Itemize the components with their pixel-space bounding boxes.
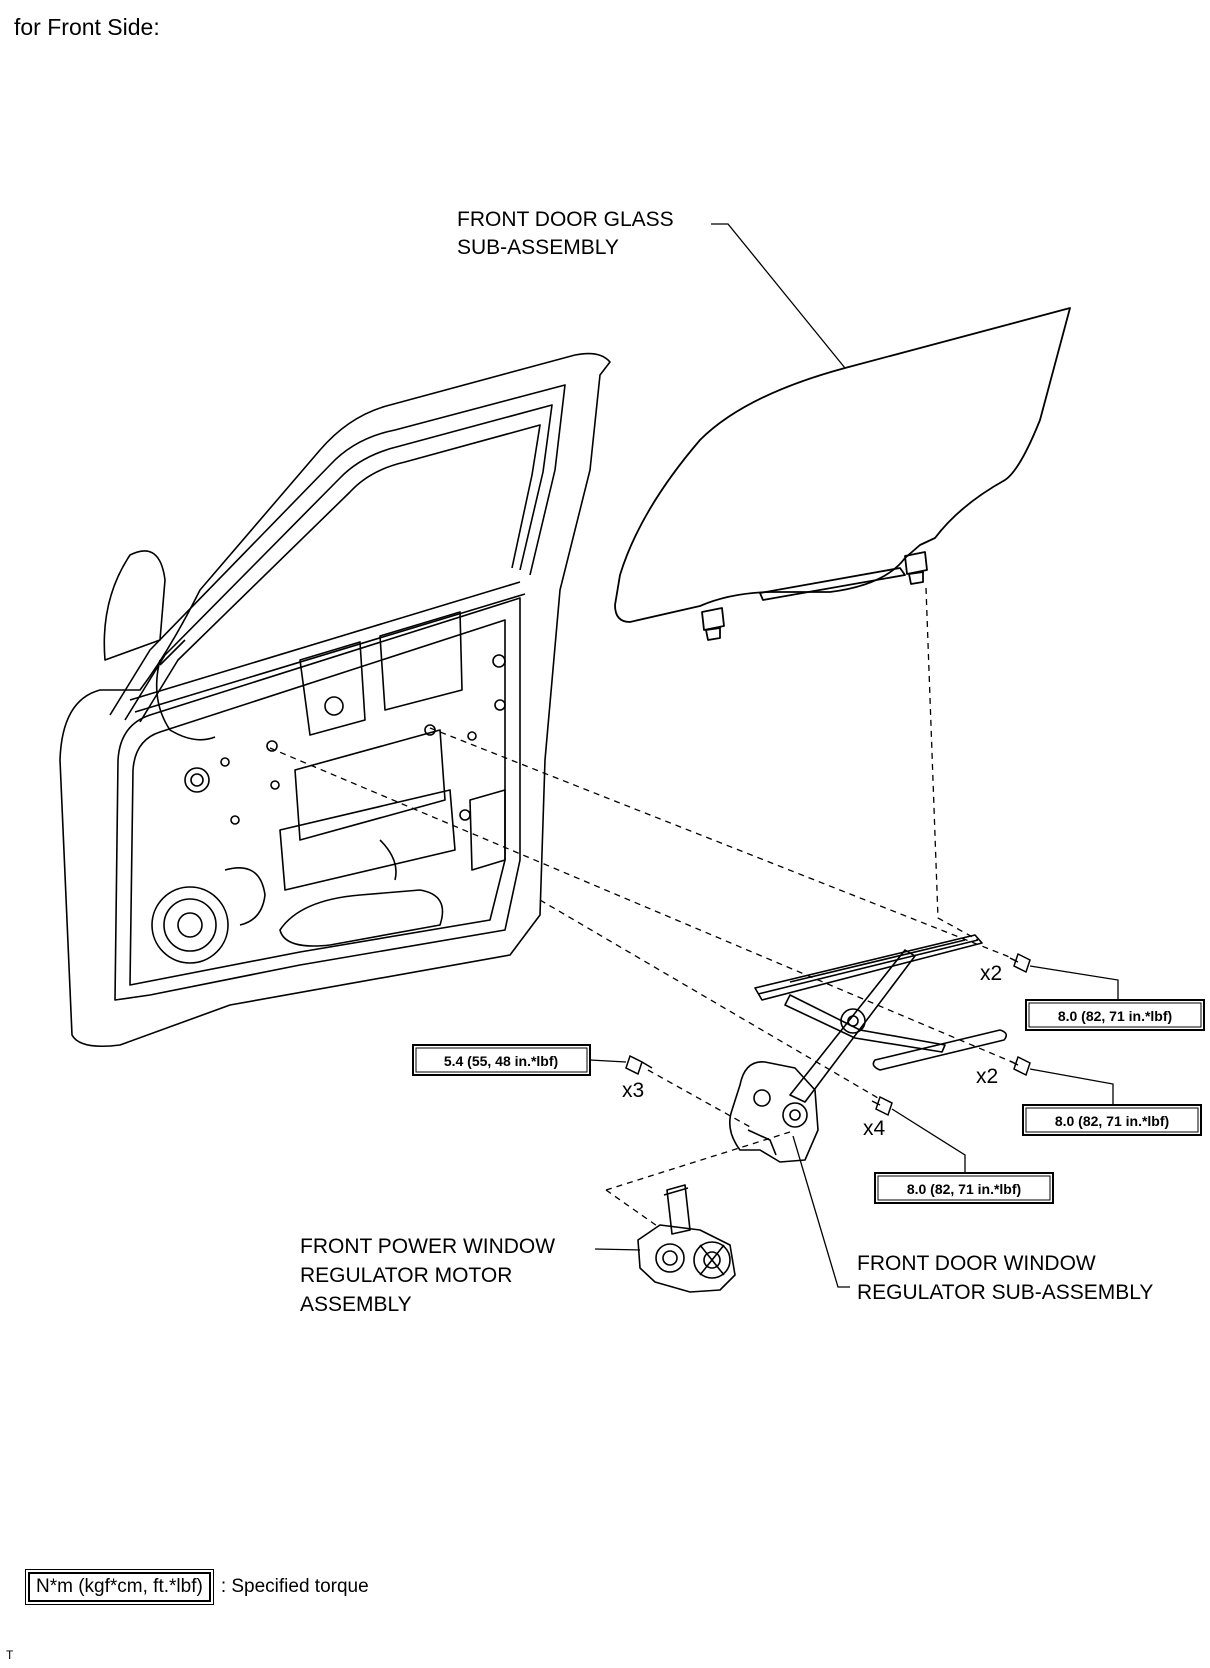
bolt-icon	[1013, 952, 1031, 974]
bolt-icon	[625, 1054, 643, 1076]
motor-label-line2: REGULATOR MOTOR	[300, 1264, 512, 1287]
legend-torque-box: N*m (kgf*cm, ft.*lbf)	[25, 1569, 214, 1605]
front-door-panel	[59, 352, 611, 1048]
glass-label-line1: FRONT DOOR GLASS	[457, 208, 674, 231]
part-labels: FRONT DOOR GLASS SUB-ASSEMBLY FRONT POWE…	[300, 208, 1153, 1316]
page-heading: for Front Side:	[14, 14, 160, 40]
torque-spec-boxes: 8.0 (82, 71 in.*lbf) 8.0 (82, 71 in.*lbf…	[412, 999, 1205, 1204]
alignment-dashed-lines	[269, 587, 1013, 1229]
torque-value-upper-right: 8.0 (82, 71 in.*lbf)	[1058, 1008, 1172, 1024]
torque-box-center	[874, 1172, 1054, 1204]
bolt-icon	[875, 1095, 893, 1117]
bolt-icon	[641, 1061, 653, 1069]
quantity-middle-right: x2	[976, 1065, 998, 1088]
window-regulator-motor	[637, 1184, 736, 1293]
quantity-center: x4	[863, 1117, 886, 1140]
quantity-left: x3	[622, 1079, 644, 1102]
regulator-label-line1: FRONT DOOR WINDOW	[857, 1252, 1096, 1275]
torque-box-left	[412, 1044, 591, 1076]
bolt-icon	[1013, 1055, 1031, 1077]
bolt-icon	[871, 1100, 881, 1106]
motor-label-line1: FRONT POWER WINDOW	[300, 1235, 555, 1258]
torque-value-left: 5.4 (55, 48 in.*lbf)	[444, 1053, 558, 1069]
torque-value-middle-right: 8.0 (82, 71 in.*lbf)	[1055, 1113, 1169, 1129]
legend-description: : Specified torque	[220, 1576, 369, 1597]
quantity-upper-right: x2	[980, 962, 1002, 985]
front-door-glass	[614, 307, 1071, 641]
motor-label-line3: ASSEMBLY	[300, 1293, 412, 1316]
leader-lines	[589, 223, 1119, 1288]
page-marker: T	[6, 1648, 14, 1662]
window-regulator	[729, 934, 1008, 1163]
bolt-quantities: x2 x2 x4 x3	[622, 962, 1002, 1140]
torque-value-center: 8.0 (82, 71 in.*lbf)	[907, 1181, 1021, 1197]
bolts	[625, 952, 1031, 1117]
glass-label-line2: SUB-ASSEMBLY	[457, 236, 619, 259]
torque-legend: N*m (kgf*cm, ft.*lbf) : Specified torque	[25, 1569, 369, 1605]
bolt-icon	[1009, 957, 1019, 963]
torque-box-upper-right	[1025, 999, 1205, 1031]
torque-box-middle-right	[1022, 1104, 1202, 1136]
regulator-label-line2: REGULATOR SUB-ASSEMBLY	[857, 1281, 1153, 1304]
